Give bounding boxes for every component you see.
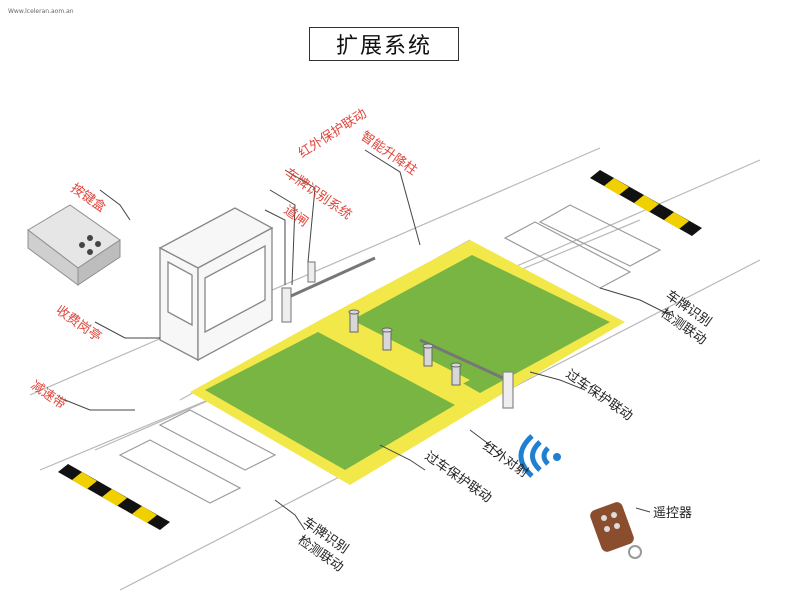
barrier-gates: [281, 256, 514, 409]
label-speed-bump: 减速带: [28, 378, 69, 413]
bollards: [348, 309, 462, 386]
zone-green-front: [205, 332, 455, 470]
label-vehicle-protect-bottom: 过车保护联动: [422, 448, 495, 506]
label-infrared-protection: 红外保护联动: [295, 105, 369, 161]
label-remote: 遥控器: [653, 506, 692, 521]
zone-yellow-middle: [320, 320, 470, 395]
diagram-title: 扩展系统: [309, 27, 459, 61]
keypad-box-device: [27, 204, 121, 286]
remote-device: [590, 502, 642, 559]
zone-green-back: [352, 255, 610, 393]
speed-bump-top: [590, 170, 702, 236]
label-bollard: 智能升降柱: [358, 129, 420, 179]
speed-bump-bottom: [58, 464, 170, 530]
toll-booth: [158, 207, 274, 362]
watermark-text: Www.lceleran.aom.an: [8, 8, 74, 15]
label-toll-booth: 收费岗亭: [53, 302, 105, 345]
wifi-icon: [518, 434, 561, 478]
callout-lines: [59, 149, 671, 531]
detection-loops: [118, 204, 662, 504]
label-vehicle-protect-right: 过车保护联动: [563, 366, 636, 424]
